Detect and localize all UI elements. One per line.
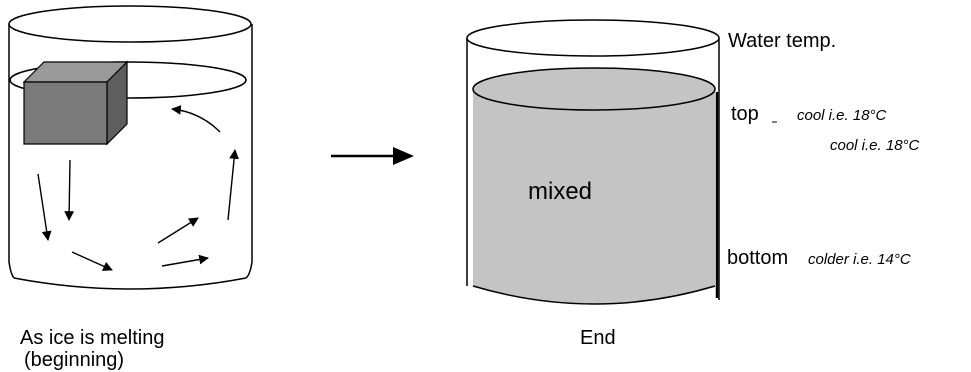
- arrow-4: [161, 254, 209, 267]
- left-water-surface: [9, 61, 247, 99]
- arrow-1: [37, 173, 52, 241]
- bottom-value: colder i.e. 14°C: [808, 251, 911, 268]
- mixed-label: mixed: [528, 178, 592, 205]
- left-beaker-base: [13, 277, 247, 290]
- convection-arrows: [37, 105, 239, 271]
- arrow-5: [157, 217, 199, 244]
- mixed-water: [473, 89, 715, 304]
- right-beaker-rim: [466, 19, 720, 57]
- ice-cube: [22, 60, 129, 146]
- arrow-6: [227, 149, 239, 221]
- left-caption-line1: As ice is melting: [20, 327, 165, 349]
- left-caption-line2: (beginning): [24, 349, 124, 371]
- bottom-label: bottom: [727, 247, 788, 269]
- transition-arrow: [331, 147, 414, 165]
- right-beaker: mixed End: [466, 19, 720, 349]
- arrow-2: [64, 159, 75, 221]
- arrow-3: [71, 251, 113, 271]
- left-beaker-walls: [8, 24, 253, 279]
- top-label: top: [731, 103, 759, 125]
- water-temp-header: Water temp.: [728, 30, 836, 52]
- top-value: cool i.e. 18°C: [797, 107, 887, 124]
- bottom-label-mask: [797, 244, 805, 270]
- left-beaker-rim: [8, 5, 252, 43]
- right-beaker-walls: [466, 38, 720, 300]
- transition-arrow-head: [393, 147, 414, 165]
- mixed-water-bottom: [472, 285, 716, 305]
- mixed-water-surface: [472, 67, 716, 111]
- top-value-repeat: cool i.e. 18°C: [830, 137, 920, 154]
- left-beaker: As ice is melting (beginning): [8, 5, 253, 371]
- temperature-labels: Water temp. top cool i.e. 18°C cool i.e.…: [727, 30, 920, 270]
- ice-cube-front: [23, 81, 108, 145]
- right-caption: End: [580, 327, 616, 349]
- arrow-7: [171, 105, 221, 133]
